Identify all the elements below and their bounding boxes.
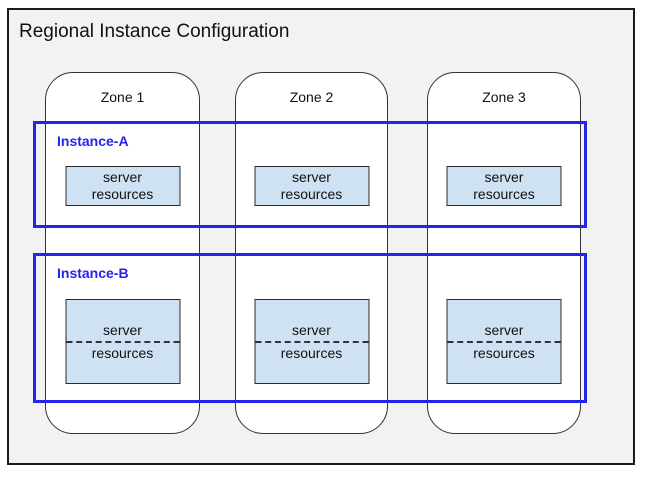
server-resources-label-line2: resources	[91, 186, 154, 202]
zone-3-label: Zone 3	[482, 89, 526, 105]
server-resources-label-line1: server	[103, 321, 142, 338]
server-resources-label-line2: resources	[91, 344, 154, 361]
server-resources-box-instance-a-zone-1: server resources	[65, 166, 180, 206]
server-resources-label-line2: resources	[473, 344, 535, 361]
server-resources-label-line1: server	[484, 321, 524, 338]
zone-1-label: Zone 1	[100, 89, 145, 105]
server-resources-label-line2: resources	[473, 186, 535, 202]
instance-a-label: Instance-A	[57, 133, 129, 149]
instance-b-boundary: Instance-B	[33, 253, 587, 403]
server-resources-label-line2: resources	[280, 186, 343, 202]
server-resources-label-line2: resources	[280, 344, 343, 361]
server-resources-label-line1: server	[103, 169, 142, 185]
instance-b-label: Instance-B	[57, 265, 129, 281]
server-resources-box-instance-a-zone-2: server resources	[254, 166, 369, 206]
server-resources-label-line1: server	[292, 169, 331, 185]
server-resources-box-instance-b-zone-1: server resources	[65, 299, 180, 384]
server-resources-label-line1: server	[292, 321, 331, 338]
zone-2-label: Zone 2	[289, 89, 334, 105]
instance-a-boundary: Instance-A	[33, 121, 587, 228]
diagram-title: Regional Instance Configuration	[19, 21, 290, 42]
resource-split-divider	[66, 340, 179, 343]
resource-split-divider	[255, 340, 368, 343]
server-resources-box-instance-b-zone-2: server resources	[254, 299, 369, 384]
server-resources-box-instance-a-zone-3: server resources	[446, 166, 562, 206]
server-resources-label-line1: server	[484, 169, 524, 185]
resource-split-divider	[447, 340, 561, 343]
region-container: Regional Instance Configuration Zone 1 s…	[7, 8, 635, 465]
server-resources-box-instance-b-zone-3: server resources	[446, 299, 562, 384]
